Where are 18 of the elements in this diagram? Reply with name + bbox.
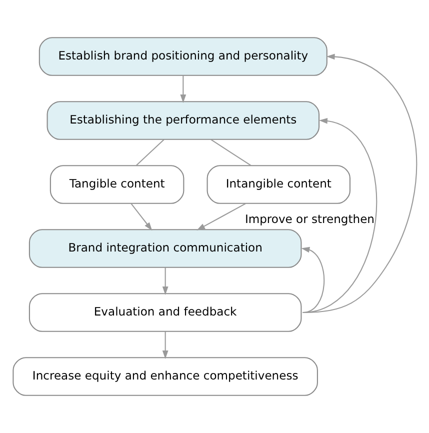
node-box: Establishing the performance elements xyxy=(46,101,320,140)
arrow xyxy=(162,267,168,295)
connector xyxy=(136,139,164,166)
node-box: Evaluation and feedback xyxy=(28,293,302,332)
node-box: Tangible content xyxy=(49,165,184,204)
node-box: Brand integration communication xyxy=(28,229,302,268)
arrow xyxy=(300,246,324,314)
edge-label: Improve or strengthen xyxy=(244,212,374,226)
connector xyxy=(210,139,251,166)
arrow xyxy=(302,118,377,314)
arrow xyxy=(162,331,168,359)
arrow xyxy=(180,75,186,103)
node-box: Establish brand positioning and personality xyxy=(38,37,327,76)
arrow xyxy=(130,203,152,231)
arrow xyxy=(302,54,416,314)
node-box: Increase equity and enhance competitiveness xyxy=(12,357,318,396)
node-box: Intangible content xyxy=(206,165,350,204)
arrow xyxy=(196,203,246,230)
